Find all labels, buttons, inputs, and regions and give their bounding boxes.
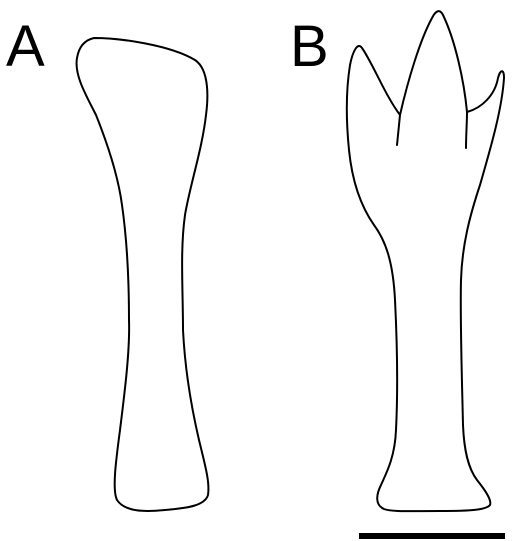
scale-bar [359, 533, 505, 539]
panel-label-b: B [290, 14, 329, 79]
panel-label-a: A [6, 14, 45, 79]
panel-a: A [6, 14, 208, 511]
bone-outline-b [347, 11, 504, 511]
panel-b: B [290, 11, 504, 511]
bone-outline-a [77, 38, 209, 511]
spine-ridge-left [397, 115, 400, 145]
spine-ridge-right [466, 112, 467, 148]
